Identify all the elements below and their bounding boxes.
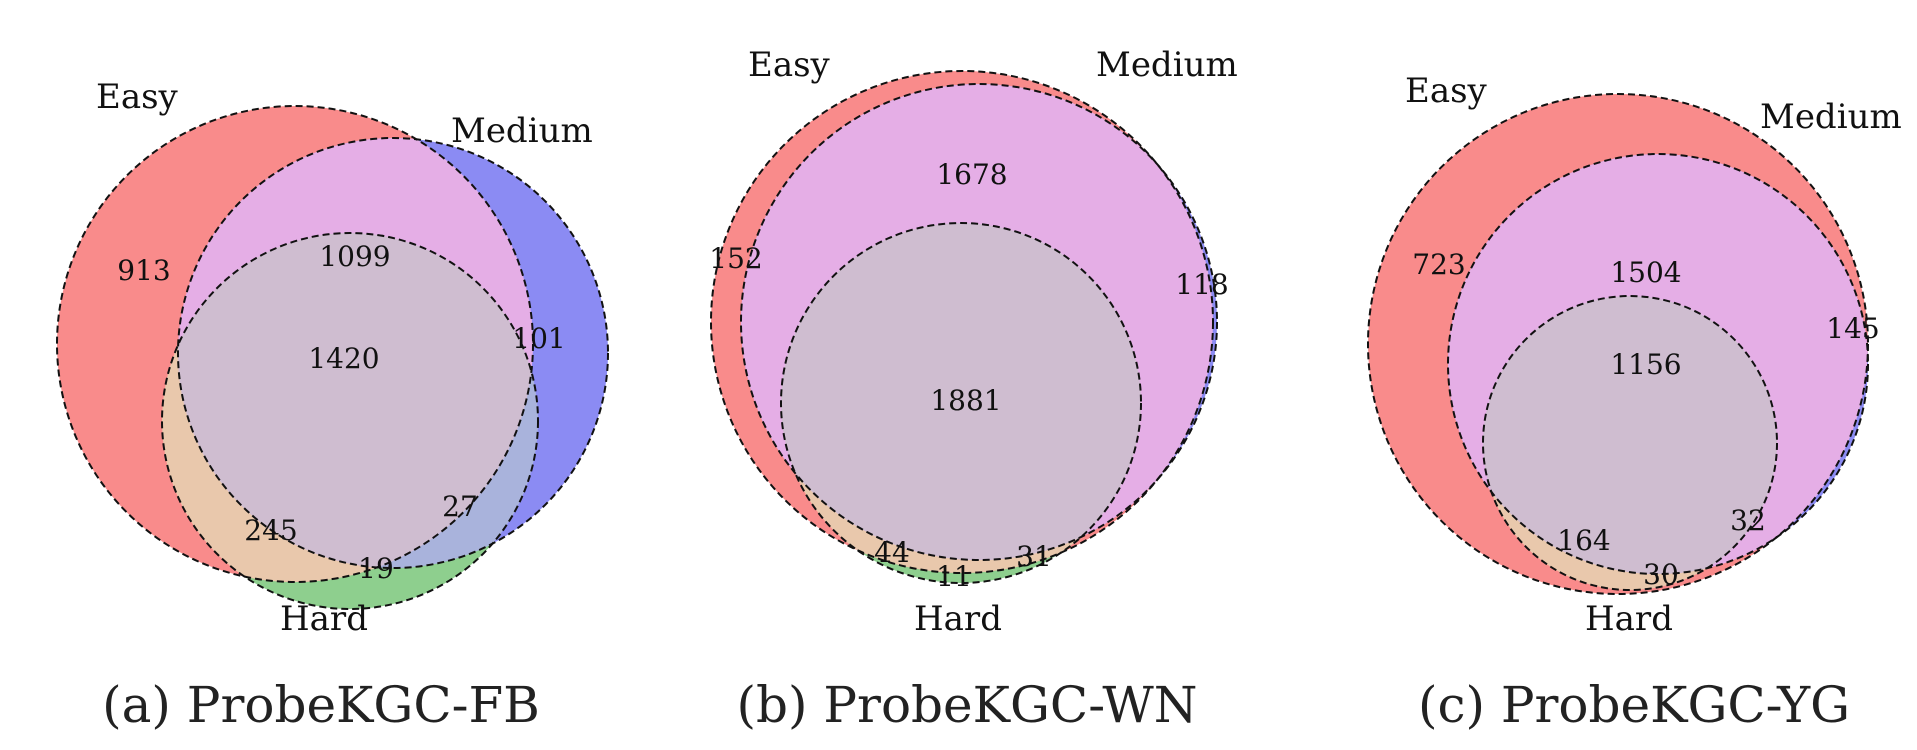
count-all-three: 1156	[1610, 348, 1681, 381]
count-easy-medium: 1504	[1610, 256, 1681, 289]
caption-wn: (b) ProbeKGC-WN	[736, 676, 1197, 734]
count-easy-hard: 44	[874, 536, 910, 569]
count-easy-only: 723	[1412, 248, 1465, 281]
hard-outline	[780, 222, 1142, 584]
medium-label: Medium	[1096, 45, 1238, 85]
easy-label: Easy	[1405, 71, 1488, 111]
count-medium-only: 145	[1826, 312, 1879, 345]
medium-outline	[740, 83, 1218, 561]
venn-diagram-fb: Easy Medium Hard 913 1099 101 1420 245 2…	[56, 77, 609, 734]
easy-label: Easy	[96, 77, 179, 117]
hard-outline	[1482, 295, 1778, 591]
count-hard-only: 30	[1643, 558, 1679, 591]
count-medium-hard: 31	[1016, 540, 1052, 573]
all-three-overlap	[178, 233, 533, 568]
count-easy-hard: 164	[1557, 524, 1610, 557]
medium-label: Medium	[451, 111, 593, 151]
count-medium-only: 118	[1175, 268, 1228, 301]
easy-label: Easy	[748, 45, 831, 85]
count-medium-only: 101	[512, 322, 565, 355]
count-easy-only: 913	[117, 254, 170, 287]
count-easy-only: 152	[709, 242, 762, 275]
count-all-three: 1420	[308, 342, 379, 375]
count-hard-only: 11	[936, 560, 972, 593]
count-easy-hard: 245	[244, 514, 297, 547]
count-all-three: 1881	[930, 384, 1001, 417]
hard-outline	[161, 232, 539, 610]
caption-fb: (a) ProbeKGC-FB	[102, 676, 540, 734]
count-medium-hard: 27	[442, 490, 478, 523]
medium-outline	[177, 137, 609, 569]
venn-diagram-yg: Easy Medium Hard 723 1504 145 1156 164 3…	[1367, 71, 1902, 734]
count-easy-medium: 1099	[319, 240, 390, 273]
medium-label: Medium	[1760, 97, 1902, 137]
count-medium-hard: 32	[1730, 504, 1766, 537]
count-hard-only: 19	[358, 552, 394, 585]
hard-label: Hard	[280, 599, 368, 639]
caption-yg: (c) ProbeKGC-YG	[1418, 676, 1850, 734]
easy-outline	[56, 105, 534, 583]
count-easy-medium: 1678	[936, 158, 1007, 191]
hard-label: Hard	[914, 599, 1002, 639]
hard-label: Hard	[1585, 599, 1673, 639]
venn-diagram-wn: Easy Medium Hard 152 1678 118 1881 44 31…	[709, 45, 1237, 734]
medium-outline	[1447, 153, 1869, 575]
all-three-overlap	[1483, 296, 1777, 574]
all-three-overlap	[781, 223, 1141, 560]
easy-outline	[710, 70, 1214, 574]
